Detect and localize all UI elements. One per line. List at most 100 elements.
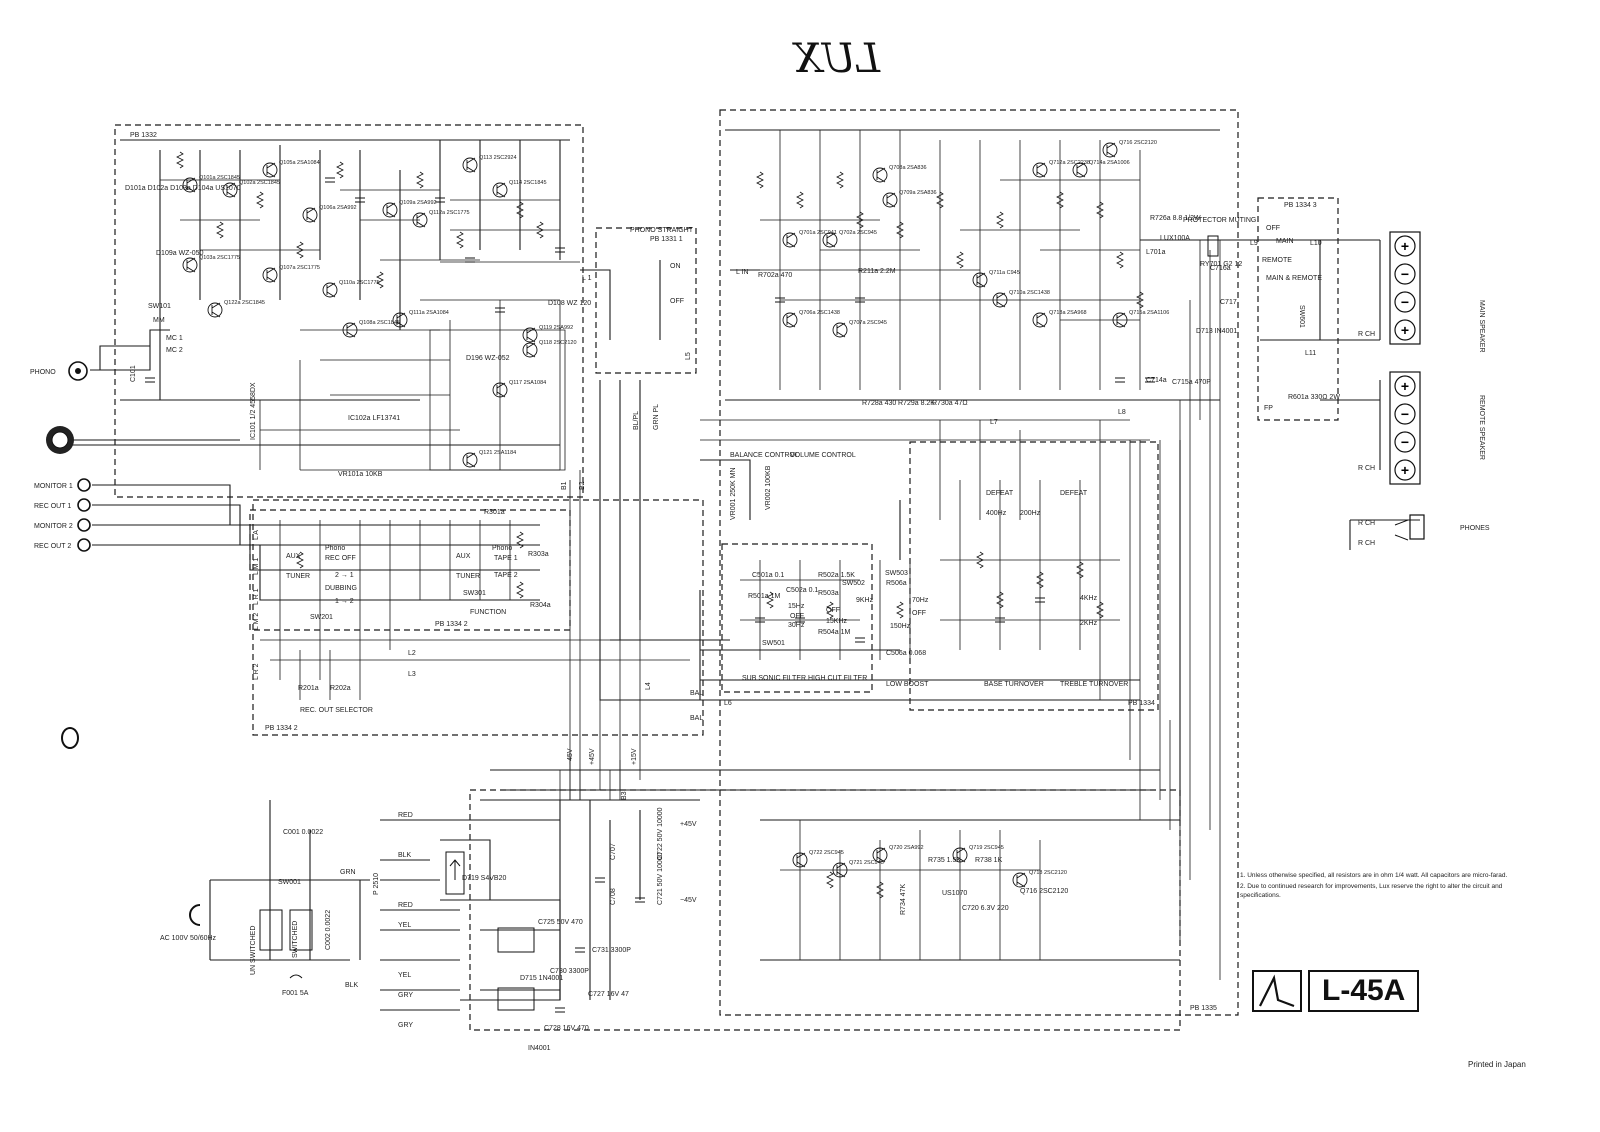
r303-label: R303a bbox=[528, 551, 549, 558]
phono-jack-label: PHONO bbox=[30, 369, 56, 376]
transistor-symbol bbox=[992, 292, 1008, 308]
c730-label: C730 3300P bbox=[550, 968, 589, 975]
transistor-symbols bbox=[182, 142, 1128, 888]
d109-label: D109a WZ-050 bbox=[156, 250, 204, 257]
rec-out2-jack bbox=[77, 538, 91, 552]
transistor-symbol bbox=[302, 207, 318, 223]
l10-label: L10 bbox=[1310, 240, 1322, 247]
chassis-ground-circle bbox=[61, 727, 79, 749]
sw-2-to-1: 2 → 1 bbox=[335, 572, 354, 579]
r702-label: R702a 470 bbox=[758, 272, 792, 279]
main-speaker-label: MAIN SPEAKER bbox=[1478, 300, 1485, 353]
transistor-label: Q102a 2SC1845 bbox=[239, 180, 280, 186]
rec-out2-label: REC OUT 2 bbox=[34, 543, 71, 550]
balance-control-label: BALANCE CONTROL bbox=[730, 452, 799, 459]
transistor-label: Q709a 2SA836 bbox=[899, 190, 937, 196]
label-pb1332: PB 1332 bbox=[130, 132, 157, 139]
c721-label: C721 50V 10000 bbox=[657, 852, 664, 905]
vr001-label: VR001 250K MN bbox=[730, 467, 737, 520]
defeat-label-2: DEFEAT bbox=[1060, 490, 1088, 497]
transistor-label: Q715a 2SA1106 bbox=[1129, 310, 1169, 316]
resistor-symbol bbox=[516, 201, 524, 219]
resistor-symbol bbox=[876, 881, 884, 899]
transistor-symbol bbox=[952, 847, 968, 863]
c501-label: C501a 0.1 bbox=[752, 572, 784, 579]
pos45-label: +45V bbox=[680, 821, 697, 828]
r503-label: R503a bbox=[818, 590, 839, 597]
capacitor-symbol bbox=[1145, 377, 1155, 383]
gry-label-1: GRY bbox=[398, 992, 413, 999]
freq-200hz: 200Hz bbox=[1020, 510, 1041, 517]
transistor-symbol bbox=[322, 282, 338, 298]
capacitor-symbol bbox=[575, 947, 585, 953]
c708-label: C708 bbox=[610, 888, 617, 905]
remote-label: REMOTE bbox=[1262, 257, 1292, 264]
ac-plug-icon bbox=[189, 904, 201, 926]
c725-label: C725 50V 470 bbox=[538, 919, 583, 926]
monitor1-jack bbox=[77, 478, 91, 492]
capacitor-symbol bbox=[495, 307, 505, 313]
q716-label: Q716 2SC2120 bbox=[1020, 888, 1068, 895]
lux-logo bbox=[1252, 970, 1302, 1012]
l11-label: L11 bbox=[1305, 350, 1316, 357]
transistor-symbol bbox=[262, 162, 278, 178]
capacitor-symbol bbox=[795, 617, 805, 623]
transistor-symbol bbox=[792, 852, 808, 868]
resistor-symbol bbox=[376, 271, 384, 289]
resistor-symbol bbox=[536, 221, 544, 239]
transistor-label: Q706a 2SC1438 bbox=[799, 310, 840, 316]
c727-label: C727 16V 47 bbox=[588, 991, 629, 998]
off-label: OFF bbox=[1266, 225, 1280, 232]
transistor-label: Q111a 2SA1084 bbox=[409, 310, 449, 316]
capacitor-symbol bbox=[435, 197, 445, 203]
wiring bbox=[70, 129, 1420, 1011]
resistor-symbol bbox=[996, 211, 1004, 229]
freq-9khz: 9KHz bbox=[856, 597, 874, 604]
transistor-symbol bbox=[382, 202, 398, 218]
la-label: L A bbox=[253, 530, 260, 540]
phono-straight-on: ON bbox=[670, 263, 681, 270]
board-pb1334 bbox=[909, 441, 1159, 711]
transistor-symbol bbox=[222, 182, 238, 198]
transistor-symbol bbox=[1032, 162, 1048, 178]
lm2-label: L M 2 bbox=[253, 613, 260, 630]
board-pb1335 bbox=[719, 109, 1239, 1016]
freq-off-2: OFF bbox=[826, 607, 840, 614]
resistor-symbol bbox=[896, 221, 904, 239]
transistor-label: Q722 2SC945 bbox=[809, 850, 844, 856]
ac-in-label: AC 100V 50/60Hz bbox=[160, 935, 217, 942]
minus-terminal-icon: − bbox=[1394, 291, 1416, 313]
transistor-symbol bbox=[492, 182, 508, 198]
d713-label: D713 IN4001 bbox=[1196, 328, 1237, 335]
treble-turnover-label: TREBLE TURNOVER bbox=[1060, 681, 1128, 688]
board-pb1334-2-rec-out bbox=[252, 499, 704, 736]
vr101-label: VR101a 10KB bbox=[338, 471, 383, 478]
capacitor-symbol bbox=[855, 637, 865, 643]
svg-text:−: − bbox=[1401, 406, 1409, 422]
transistor-label: Q707a 2SC945 bbox=[849, 320, 887, 326]
ry701-label: RY701 G2 12 bbox=[1200, 261, 1242, 268]
capacitor-symbol bbox=[325, 177, 335, 183]
resistor-symbol bbox=[826, 871, 834, 889]
r502-label: R502a 1.5K bbox=[818, 572, 855, 579]
resistor-symbol bbox=[996, 591, 1004, 609]
freq-4khz: 4KHz bbox=[1080, 595, 1098, 602]
transistor-symbol bbox=[262, 267, 278, 283]
transistor-symbol bbox=[462, 157, 478, 173]
sw601-label: SW601 bbox=[1298, 305, 1305, 328]
l2-label: L2 bbox=[408, 650, 416, 657]
resistor-symbol bbox=[176, 151, 184, 169]
d715-label: D715 1N4001 bbox=[520, 975, 563, 982]
unswitched-label: UN SWITCHED bbox=[250, 926, 257, 975]
c002-label: C002 0.0022 bbox=[325, 910, 332, 950]
resistor-symbol bbox=[756, 171, 764, 189]
lr1-label: L R 1 bbox=[253, 588, 260, 605]
transistor-label: Q701a 2SC941 bbox=[799, 230, 837, 236]
resistor-symbol bbox=[826, 601, 834, 619]
c717-label: C717 bbox=[1220, 299, 1237, 306]
transistor-symbol bbox=[832, 322, 848, 338]
d714-label: US1070 bbox=[942, 890, 967, 897]
function-label: FUNCTION bbox=[470, 609, 506, 616]
resistor-symbol bbox=[836, 171, 844, 189]
resistor-symbol bbox=[216, 221, 224, 239]
